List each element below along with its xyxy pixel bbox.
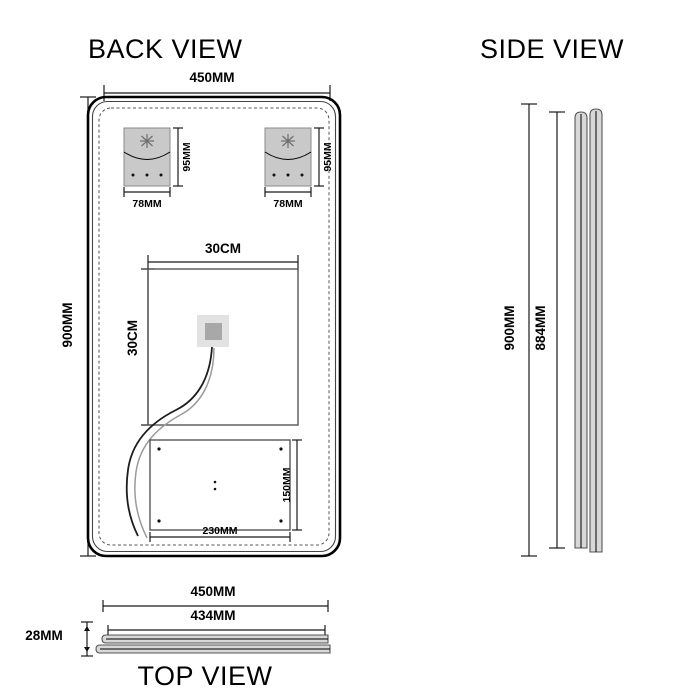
back-view-height-label: 900MM <box>60 302 75 347</box>
side-view-height-label: 900MM <box>502 305 517 350</box>
cable-light <box>134 347 215 539</box>
demister-width-dimension <box>147 255 299 270</box>
top-view-depth-label: 28MM <box>25 628 63 643</box>
right-bracket-height-label: 95MM <box>322 142 334 171</box>
left-bracket-height-label: 95MM <box>181 142 193 171</box>
demister-width-label: 30CM <box>205 241 241 256</box>
demister-height-label: 30CM <box>125 320 140 356</box>
top-view-title: TOP VIEW <box>137 661 272 691</box>
cable-dark <box>125 346 213 537</box>
right-bracket-width-dimension <box>264 187 312 197</box>
side-view-panel-height-label: 884MM <box>533 305 548 350</box>
right-bracket-height-dimension <box>314 127 324 187</box>
left-bracket-height-dimension <box>173 127 183 187</box>
back-view-title: BACK VIEW <box>88 34 243 64</box>
demister-connector-inner <box>205 323 222 340</box>
driver-box: 150MM 230MM <box>149 439 302 542</box>
back-view-group: BACK VIEW 450MM 900MM <box>60 34 342 558</box>
back-view-width-label: 450MM <box>189 70 234 85</box>
top-view-profile <box>95 634 331 654</box>
left-mounting-bracket: 95MM 78MM <box>123 127 193 210</box>
top-view-group: 450MM 434MM 28MM <box>25 584 331 691</box>
side-view-profile <box>574 108 603 553</box>
side-view-height-dimension <box>521 103 537 557</box>
side-view-title: SIDE VIEW <box>480 34 624 64</box>
back-view-width-dimension-line <box>103 85 331 101</box>
side-view-group: SIDE VIEW 900MM 884MM <box>480 34 624 557</box>
right-bracket-width-label: 78MM <box>273 198 302 210</box>
top-view-depth-dimension <box>81 621 93 657</box>
mirror-outline-dashed <box>98 107 330 546</box>
right-mounting-bracket: 95MM 78MM <box>264 127 334 210</box>
top-view-panel-width-label: 434MM <box>190 608 235 623</box>
mirror-outline-outer <box>86 95 342 558</box>
side-view-panel-height-dimension <box>549 111 565 549</box>
demister-pad: 30CM 30CM <box>125 241 299 426</box>
driver-box-height-label: 150MM <box>281 467 293 502</box>
driver-box-width-label: 230MM <box>202 525 237 537</box>
driver-box-height-dimension <box>292 439 302 531</box>
left-bracket-width-label: 78MM <box>132 198 161 210</box>
top-view-width-label: 450MM <box>190 584 235 599</box>
top-view-panel-width-dimension <box>107 625 326 636</box>
left-bracket-width-dimension <box>123 187 171 197</box>
driver-box-width-dimension <box>149 532 291 542</box>
top-view-width-dimension <box>102 600 329 612</box>
mirror-outline-inner <box>91 100 337 553</box>
